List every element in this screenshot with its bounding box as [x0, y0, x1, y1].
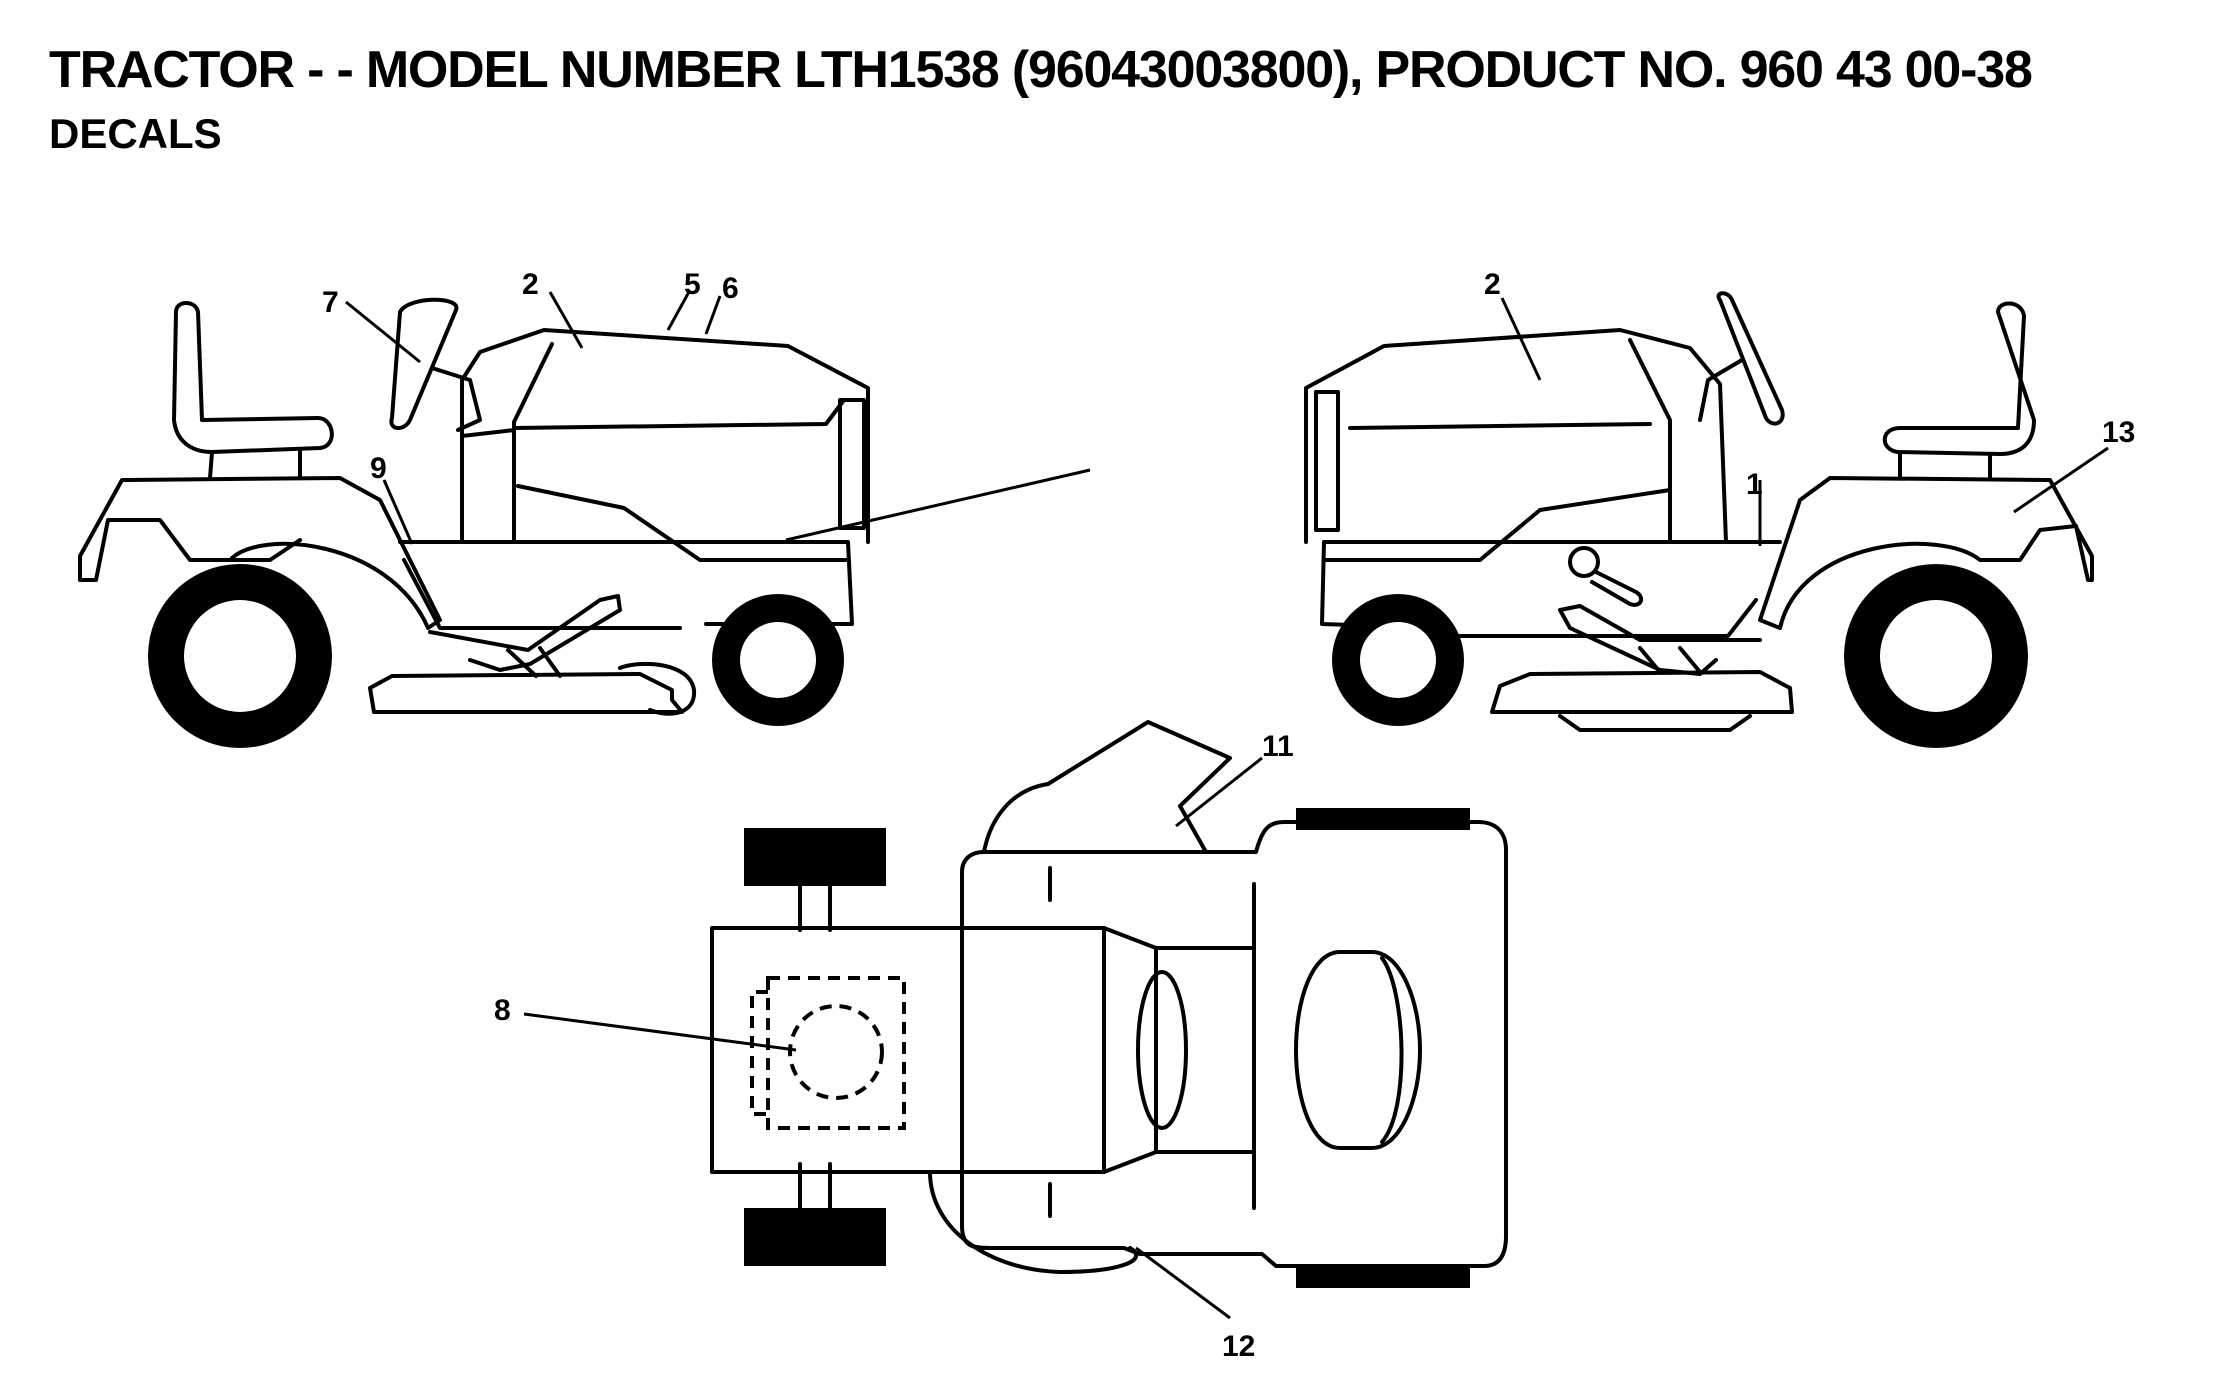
- rear-body: [710, 926, 1106, 1174]
- callout-right-13: 13: [2102, 416, 2135, 449]
- mower-deck: [1490, 670, 1794, 714]
- deck-outline: [960, 820, 1508, 1268]
- top-front-tire-upper: [1296, 808, 1470, 830]
- callout-left-7: 7: [322, 286, 339, 319]
- seat: [1882, 301, 2036, 456]
- top-view: [523, 720, 1508, 1320]
- callout-right-1: 1: [1746, 468, 1763, 501]
- callout-left-9: 9: [370, 452, 387, 485]
- mower-deck: [368, 672, 684, 714]
- hood: [1304, 328, 1728, 544]
- right-side-view: [1304, 291, 2109, 748]
- callout-left-2: 2: [522, 268, 539, 301]
- steering-wheel: [1716, 291, 1785, 426]
- callout-left-6: 6: [722, 272, 739, 305]
- steering-column: [1136, 970, 1188, 1130]
- steering-wheel: [389, 297, 459, 430]
- decal-8-outline: [766, 976, 906, 1130]
- decal-8-circle: [788, 1004, 884, 1100]
- callout-top-12: 12: [1222, 1330, 1255, 1363]
- top-rear-tire-upper: [744, 828, 886, 886]
- callout-left-5: 5: [684, 268, 701, 301]
- hood-top: [1294, 950, 1422, 1150]
- rear-fender: [78, 476, 442, 630]
- page-subtitle: DECALS: [49, 110, 222, 157]
- top-rear-tire-lower: [744, 1208, 886, 1266]
- callout-top-8: 8: [494, 994, 511, 1027]
- left-side-view: [78, 289, 1091, 748]
- callout-top-11: 11: [1262, 730, 1294, 763]
- hood: [460, 328, 870, 544]
- seat: [172, 301, 334, 454]
- top-front-tire-lower: [1296, 1266, 1470, 1288]
- callout-right-2: 2: [1484, 268, 1501, 301]
- page-title: TRACTOR - - MODEL NUMBER LTH1538 (960430…: [49, 41, 2033, 99]
- discharge-chute: [1046, 720, 1232, 854]
- rear-fender: [1758, 476, 2094, 630]
